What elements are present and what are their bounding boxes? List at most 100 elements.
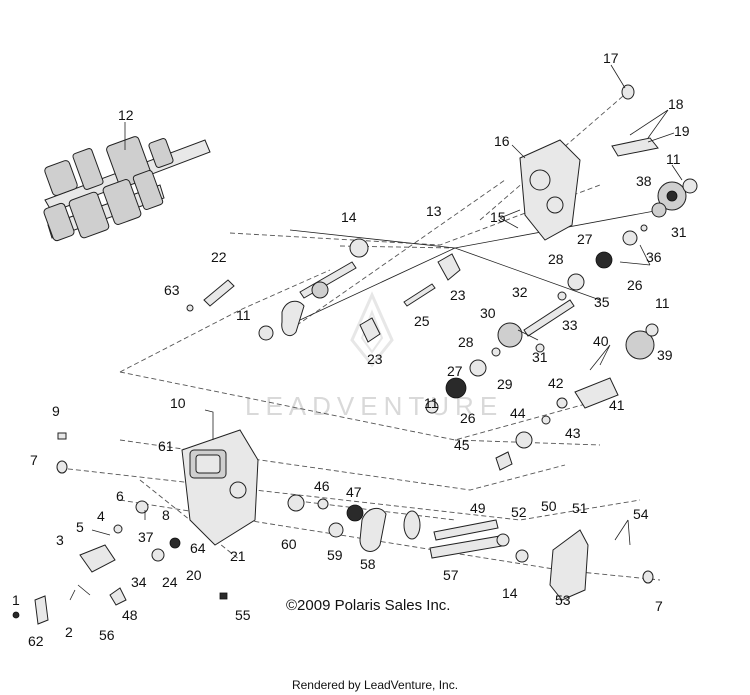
bearing-icon <box>682 178 698 194</box>
callout-17: 17 <box>603 50 619 66</box>
callout-3: 3 <box>56 532 64 548</box>
washer-icon <box>640 224 648 232</box>
callout-4: 4 <box>97 508 105 524</box>
o-ring-icon <box>186 304 194 312</box>
callout-24: 24 <box>162 574 178 590</box>
callout-23-a: 23 <box>450 287 466 303</box>
chain-icon <box>281 300 305 337</box>
retainer-plate-icon <box>574 377 619 409</box>
callout-50: 50 <box>541 498 557 514</box>
copyright-text: ©2009 Polaris Sales Inc. <box>286 597 451 614</box>
callout-31-a: 31 <box>532 349 548 365</box>
callout-21: 21 <box>230 548 246 564</box>
shift-fork-icon <box>359 317 381 343</box>
callout-46: 46 <box>314 478 330 494</box>
plug-icon <box>57 432 67 440</box>
callout-48: 48 <box>122 607 138 623</box>
callout-45: 45 <box>454 437 470 453</box>
side-cover-icon <box>549 529 589 601</box>
callout-44: 44 <box>510 405 526 421</box>
output-shaft-icon <box>433 519 499 541</box>
callout-53: 53 <box>555 592 571 608</box>
shift-fork-icon <box>437 253 461 281</box>
bearing-icon <box>349 238 369 258</box>
callout-14-b: 14 <box>502 585 518 601</box>
callout-2: 2 <box>65 624 73 640</box>
gear-icon <box>445 377 467 399</box>
callout-6: 6 <box>116 488 124 504</box>
callout-labels: 1 2 3 4 5 6 7 7 8 9 10 11 11 11 11 12 13… <box>12 50 690 649</box>
shift-rod-icon <box>403 283 436 307</box>
callout-20: 20 <box>186 567 202 583</box>
rendered-by-footer: Rendered by LeadVenture, Inc. <box>291 678 459 692</box>
callout-35: 35 <box>594 294 610 310</box>
callout-41: 41 <box>609 397 625 413</box>
bolt-icon <box>12 611 20 619</box>
callout-51: 51 <box>572 500 588 516</box>
callout-31-b: 31 <box>671 224 687 240</box>
vent-tube-icon <box>204 409 214 440</box>
callout-23-b: 23 <box>367 351 383 367</box>
callout-34: 34 <box>131 574 147 590</box>
callout-33: 33 <box>562 317 578 333</box>
bearing-icon <box>328 522 344 538</box>
callout-19: 19 <box>674 123 690 139</box>
washer-icon <box>317 498 329 510</box>
callout-36: 36 <box>646 249 662 265</box>
callout-leaders <box>69 64 683 601</box>
callout-54: 54 <box>633 506 649 522</box>
callout-57: 57 <box>443 567 459 583</box>
callout-30: 30 <box>480 305 496 321</box>
callout-28-a: 28 <box>458 334 474 350</box>
callout-47: 47 <box>346 484 362 500</box>
callout-11-a: 11 <box>236 307 251 323</box>
seal-icon <box>621 84 635 100</box>
gear-icon <box>651 202 667 218</box>
callout-5: 5 <box>76 519 84 535</box>
seal-icon <box>56 460 68 474</box>
callout-18: 18 <box>668 96 684 112</box>
shift-linkage-icon <box>34 595 49 625</box>
callout-55: 55 <box>235 607 251 623</box>
bearing-icon <box>645 323 659 337</box>
washer-icon <box>491 347 501 357</box>
callout-61: 61 <box>158 438 174 454</box>
callout-14-a: 14 <box>341 209 357 225</box>
callout-7-left: 7 <box>30 452 38 468</box>
gear-icon <box>497 322 523 348</box>
bearing-icon <box>425 400 439 414</box>
callout-22: 22 <box>211 249 227 265</box>
cover-plate-icon <box>519 139 581 241</box>
callout-26-a: 26 <box>460 410 476 426</box>
callout-38: 38 <box>636 173 652 189</box>
callout-59: 59 <box>327 547 343 563</box>
callout-58: 58 <box>360 556 376 572</box>
callout-26-b: 26 <box>627 277 643 293</box>
gear-hub-icon <box>666 190 678 202</box>
callout-32: 32 <box>512 284 528 300</box>
callout-49: 49 <box>470 500 486 516</box>
bracket-icon <box>611 137 659 157</box>
sprocket-icon <box>403 510 421 540</box>
callout-37: 37 <box>138 529 154 545</box>
bearing-icon <box>287 494 305 512</box>
callout-27-a: 27 <box>447 363 463 379</box>
bearing-icon <box>135 500 149 514</box>
callout-60: 60 <box>281 536 297 552</box>
bearing-icon <box>258 325 274 341</box>
callout-10: 10 <box>170 395 186 411</box>
item-13-lines <box>289 209 661 321</box>
gear-icon <box>311 281 329 299</box>
washer-icon <box>556 397 568 409</box>
callout-15: 15 <box>490 209 506 225</box>
callout-25: 25 <box>414 313 430 329</box>
bearing-icon <box>515 431 533 449</box>
sprocket-icon <box>346 504 364 522</box>
callout-29: 29 <box>497 376 513 392</box>
bearing-icon <box>622 230 638 246</box>
callout-52: 52 <box>511 504 527 520</box>
gear-icon <box>595 251 613 269</box>
plug-icon <box>495 451 513 471</box>
callout-16: 16 <box>494 133 510 149</box>
